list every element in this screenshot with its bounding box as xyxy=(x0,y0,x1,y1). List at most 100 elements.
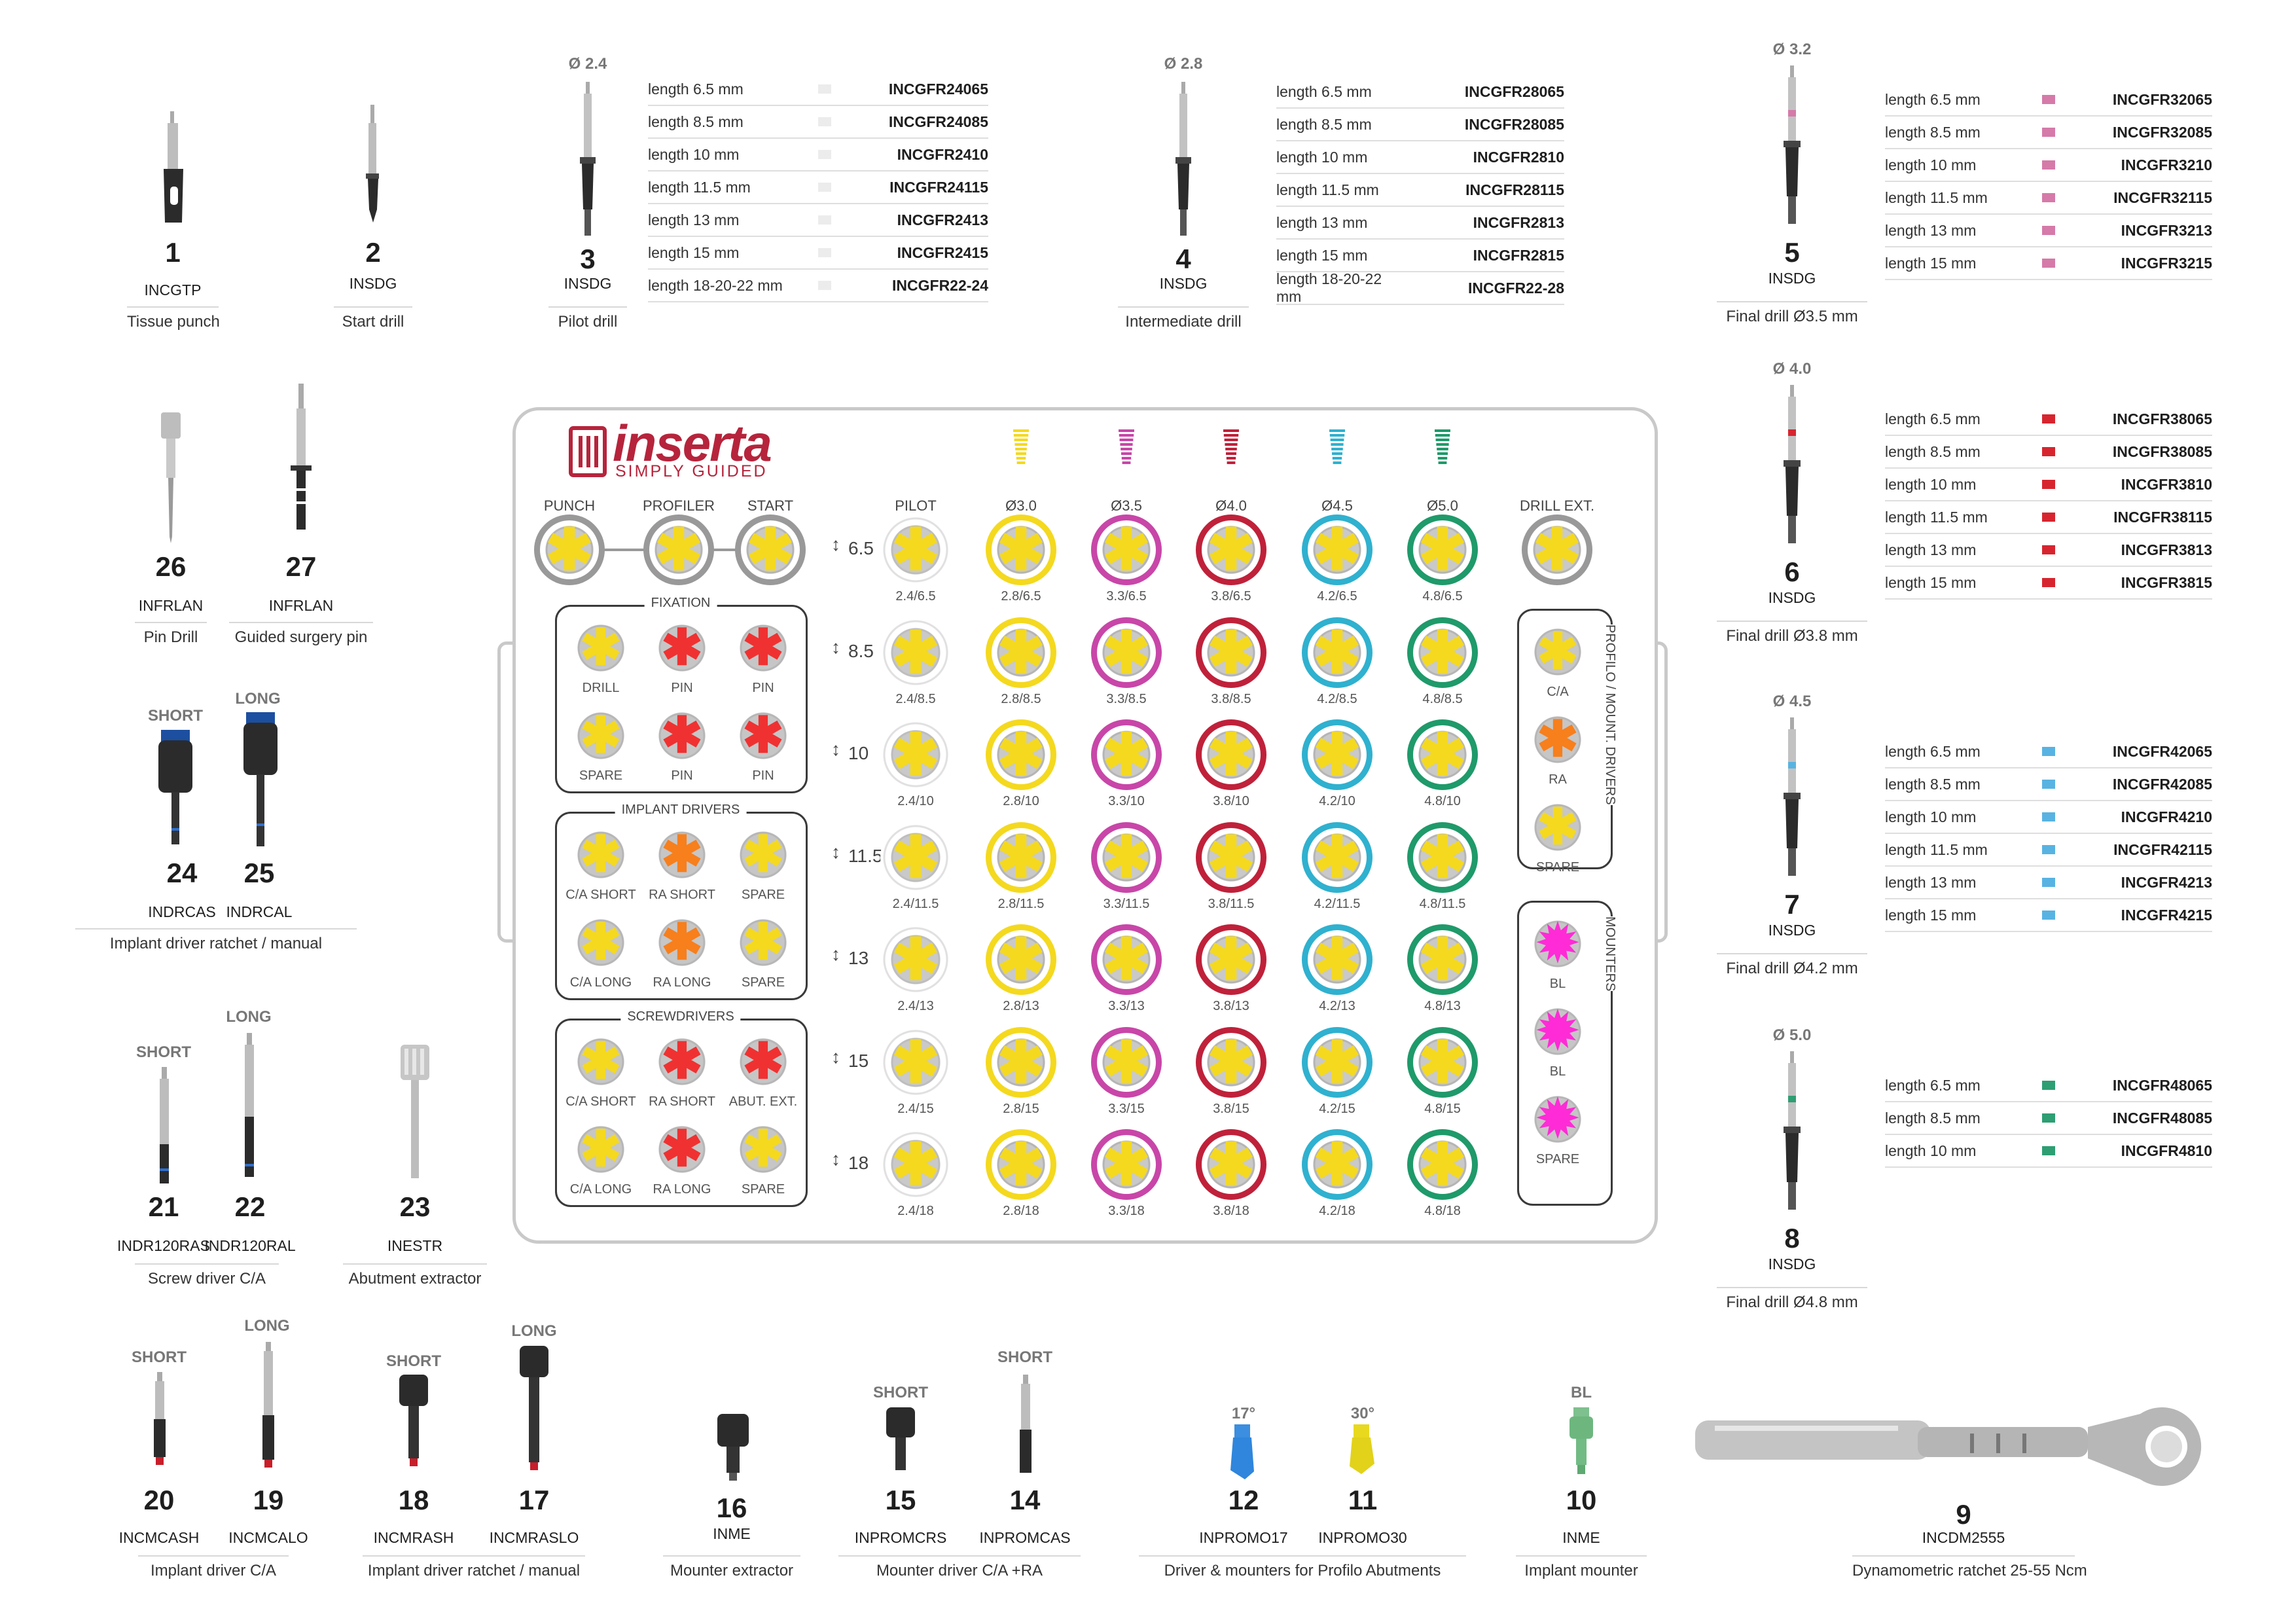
profilo-mounter-30-image xyxy=(1350,1424,1374,1474)
tool-number: 18 xyxy=(398,1485,429,1515)
length-arrow-icon: ↕ xyxy=(831,637,840,657)
length-label: length 11.5 mm xyxy=(1885,508,1988,526)
brand-slogan: SIMPLY GUIDED xyxy=(615,462,768,480)
slot-label: 3.3/13 xyxy=(1108,999,1145,1013)
slot: ✱ xyxy=(733,618,793,678)
inserta-logo xyxy=(568,425,607,481)
tool-number: 5 xyxy=(1784,237,1800,268)
length-label: length 11.5 mm xyxy=(1885,189,1988,206)
color-swatch xyxy=(818,84,831,94)
length-arrow-icon: ↕ xyxy=(831,534,840,554)
length-label: length 11.5 mm xyxy=(1885,840,1988,858)
implant-mounter-image xyxy=(1570,1407,1593,1474)
star-icon: ✱ xyxy=(661,914,703,970)
tool-code: INCMCALO xyxy=(228,1529,308,1546)
length-label: length 10 mm xyxy=(1885,156,1977,173)
profilo-slot: ✱ xyxy=(1528,622,1588,682)
mounters-slot: ✹ xyxy=(1528,914,1588,974)
slot-label: 4.2/10 xyxy=(1319,794,1355,808)
pilot-slot: ✱ xyxy=(880,1129,951,1200)
diameter-label: Ø 2.8 xyxy=(1164,55,1203,73)
length-label: length 8.5 mm xyxy=(1885,775,1981,793)
color-swatch xyxy=(818,248,831,257)
product-code: INCGFR2815 xyxy=(1473,246,1564,264)
slot-label: SPARE xyxy=(1535,1152,1580,1166)
implant-driver-ca-long-image xyxy=(262,1342,274,1468)
slot-label: 2.4/13 xyxy=(897,999,934,1013)
drill-slot: ✱ xyxy=(1196,1027,1266,1098)
color-swatch xyxy=(2042,414,2055,424)
tool-number: 9 xyxy=(1956,1499,1971,1530)
length-label: length 11.5 mm xyxy=(1276,181,1379,198)
color-swatch xyxy=(2042,878,2055,887)
implant_drivers-title: IMPLANT DRIVERS xyxy=(615,803,747,818)
column-label-pilot: PILOT xyxy=(895,497,937,514)
slot-label: 2.8/11.5 xyxy=(997,897,1045,911)
final-drill-image xyxy=(1784,1051,1801,1210)
slot: ✱ xyxy=(652,618,712,678)
tool-code: INSDG xyxy=(1768,589,1816,606)
color-swatch xyxy=(2042,578,2055,587)
length-label: length 6.5 mm xyxy=(1885,90,1981,108)
tool-number: 10 xyxy=(1566,1485,1597,1515)
length-label: length 6.5 mm xyxy=(1276,82,1372,100)
tool-number: 2 xyxy=(365,237,381,268)
tool-number: 1 xyxy=(165,237,181,268)
length-label: length 8.5 mm xyxy=(1885,123,1981,141)
drill-slot: ✱ xyxy=(986,1027,1056,1098)
slot-label: PIN xyxy=(671,681,693,695)
color-swatch xyxy=(2042,812,2055,821)
star-icon: ✱ xyxy=(1102,1132,1151,1197)
tool-description: Intermediate drill xyxy=(1118,306,1249,331)
slot-label: 3.3/10 xyxy=(1108,794,1145,808)
slot-label: 4.2/15 xyxy=(1319,1102,1355,1116)
color-swatch xyxy=(2042,128,2055,137)
slot: ✱ xyxy=(652,1032,712,1092)
brand-name: inserta xyxy=(613,414,772,472)
star-icon: ✱ xyxy=(742,620,784,676)
tool-description: Final drill Ø3.8 mm xyxy=(1717,621,1867,645)
drill-slot: ✱ xyxy=(1407,1027,1478,1098)
tool-number: 16 xyxy=(716,1492,747,1523)
star-icon: ✱ xyxy=(997,825,1045,890)
slot-label: RA LONG xyxy=(653,1182,711,1197)
fixation-title: FIXATION xyxy=(644,596,717,611)
star-icon: ✱ xyxy=(1313,927,1361,992)
tool-description: Pin Drill xyxy=(135,622,207,647)
tissue-punch-image xyxy=(164,111,183,223)
dynamometric-ratchet-image xyxy=(1695,1407,2202,1486)
star-icon: ✱ xyxy=(1207,620,1255,685)
angle-label: 30° xyxy=(1350,1405,1375,1422)
final-drill-image xyxy=(1784,385,1801,543)
bl-label: BL xyxy=(1571,1384,1592,1401)
length-label: length 15 mm xyxy=(1885,906,1977,924)
star-icon: ✱ xyxy=(1537,799,1579,855)
drill-slot: ✱ xyxy=(986,1129,1056,1200)
diameter-label: Ø 2.4 xyxy=(568,55,607,73)
color-swatch xyxy=(2042,1113,2055,1123)
profilo-mounter-17-image xyxy=(1230,1424,1254,1479)
long-label: LONG xyxy=(244,1317,290,1335)
star-icon: ✱ xyxy=(1102,722,1151,787)
tool-description: Implant driver ratchet / manual xyxy=(75,928,357,953)
slot-label: 2.4/6.5 xyxy=(895,589,936,604)
slot-label: 4.8/8.5 xyxy=(1422,692,1463,706)
star-icon: ✱ xyxy=(661,827,703,882)
star-icon: ✱ xyxy=(1313,517,1361,582)
tool-number: 8 xyxy=(1784,1223,1800,1254)
product-code: INCGFR24065 xyxy=(888,80,988,98)
short-label: SHORT xyxy=(386,1352,441,1370)
length-label: length 13 mm xyxy=(1885,873,1977,891)
color-swatch xyxy=(1394,283,1407,293)
tool-code: INSDG xyxy=(1768,1255,1816,1272)
drill-ext-slot: ✱ xyxy=(1522,514,1592,585)
product-code: INCGFR2813 xyxy=(1473,213,1564,231)
star-icon: ✱ xyxy=(1533,517,1581,582)
star-icon: ✱ xyxy=(1418,1132,1467,1197)
length-label: 13 xyxy=(848,948,869,968)
pilot-slot: ✱ xyxy=(880,719,951,790)
